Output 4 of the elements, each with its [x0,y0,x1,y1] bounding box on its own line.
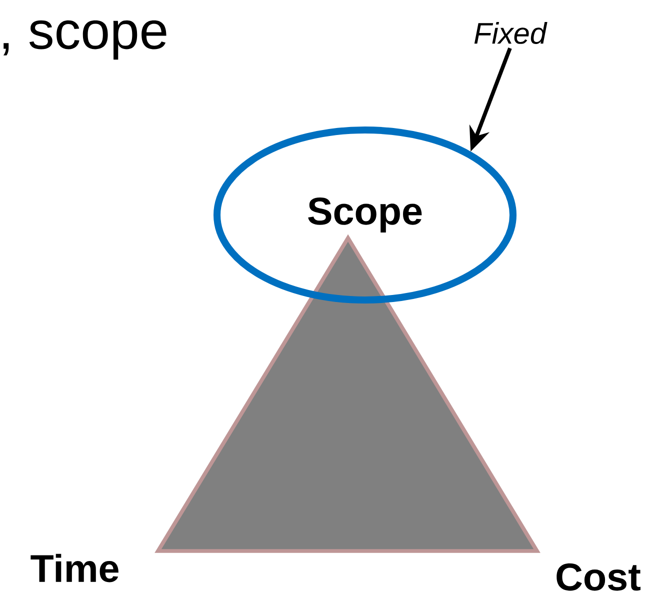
corner-label: Cost [556,563,640,591]
corner-label: Time [30,554,118,582]
note-text: Fixed [474,22,548,44]
heading-text: , scope [3,20,166,60]
